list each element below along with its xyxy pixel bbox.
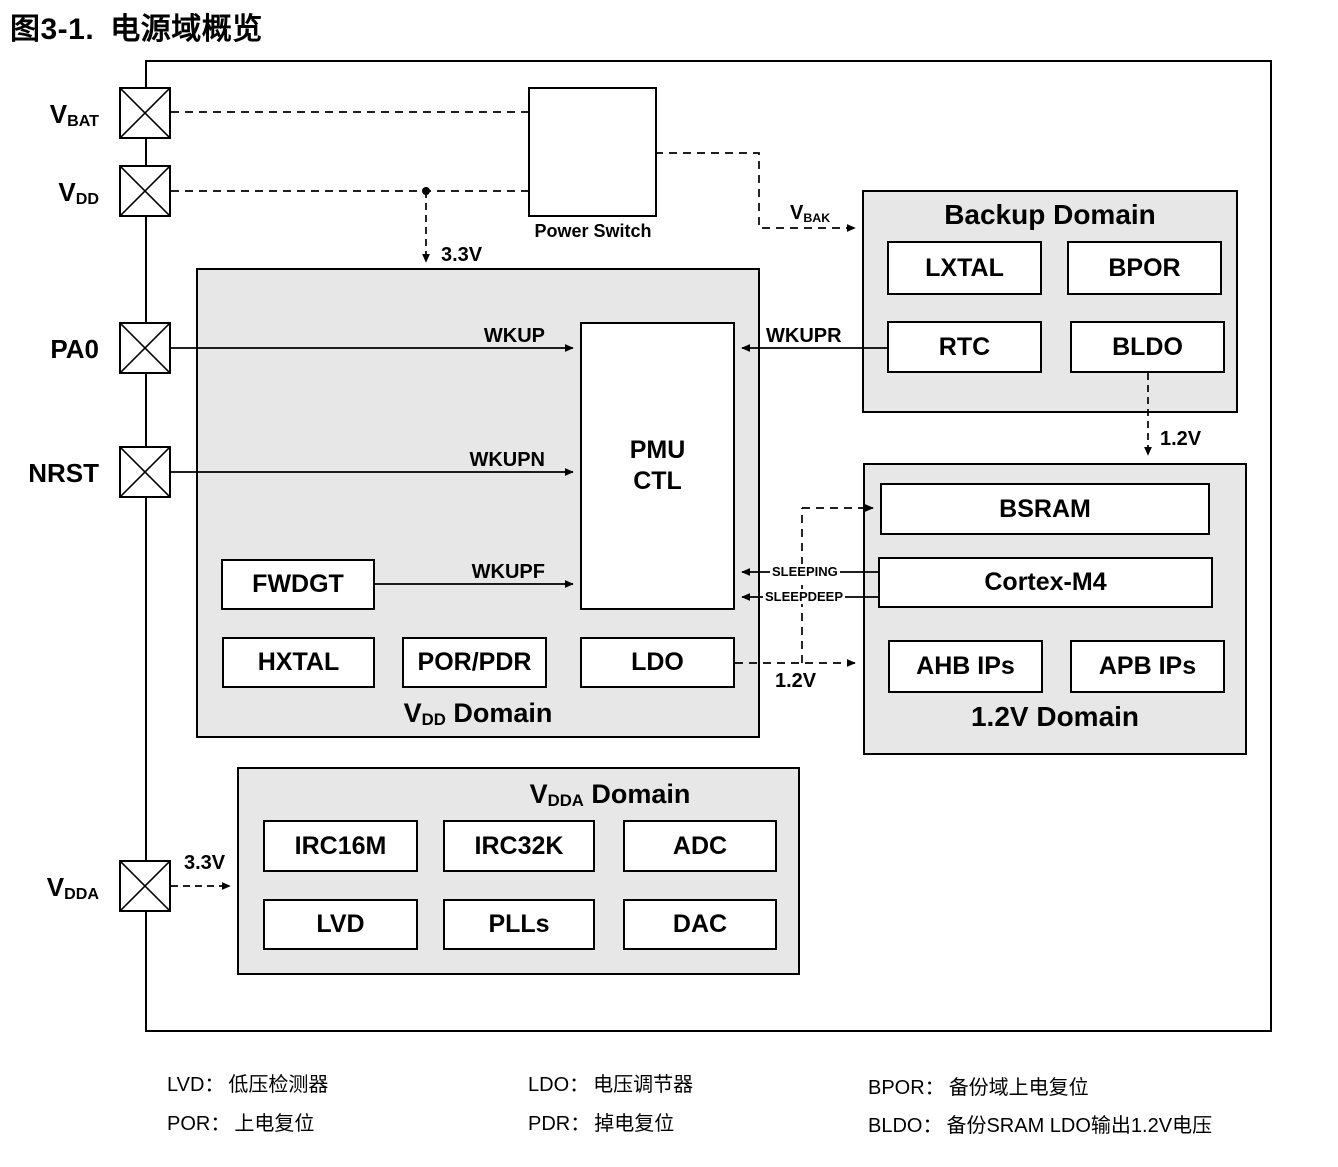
vdd-title-sub: DD xyxy=(421,710,446,729)
legend-por-term: POR： xyxy=(167,1113,231,1135)
legend-por: POR：上电复位 xyxy=(167,1107,314,1136)
block-ldo: LDO xyxy=(580,637,735,688)
pmu-line1: PMU xyxy=(629,435,686,464)
label-vbak-main: V xyxy=(790,202,804,224)
backup-domain-title: Backup Domain xyxy=(944,199,1156,230)
pin-label-vdd-sub: DD xyxy=(75,190,99,208)
v12-domain-title: 1.2V Domain xyxy=(970,701,1140,732)
legend-bpor-term: BPOR： xyxy=(868,1077,945,1099)
legend-ldo-term: LDO： xyxy=(528,1074,590,1096)
block-cortex: Cortex-M4 xyxy=(878,557,1213,608)
legend-pdr-desc: 掉电复位 xyxy=(594,1113,675,1135)
label-vbak: VBAK xyxy=(790,202,830,225)
legend-bldo-desc: 备份SRAM LDO输出1.2V电压 xyxy=(946,1115,1213,1137)
vdd-domain-title: VDD Domain xyxy=(196,698,760,730)
block-adc: ADC xyxy=(623,820,777,872)
block-rtc: RTC xyxy=(887,321,1042,373)
pin-label-vdda-sub: DDA xyxy=(64,885,99,903)
pin-vbat xyxy=(119,87,171,139)
block-bpor: BPOR xyxy=(1067,241,1222,295)
legend-bpor: BPOR：备份域上电复位 xyxy=(868,1071,1089,1100)
pin-label-vdda: VDDA xyxy=(0,872,99,904)
legend-por-desc: 上电复位 xyxy=(234,1113,315,1135)
pin-label-vdd: VDD xyxy=(0,177,99,209)
label-12v-bldo: 1.2V xyxy=(1160,428,1202,450)
vdd-title-post: Domain xyxy=(453,698,553,728)
vdda-title-v: V xyxy=(529,779,548,809)
legend-bldo: BLDO：备份SRAM LDO输出1.2V电压 xyxy=(868,1109,1212,1138)
block-dac: DAC xyxy=(623,899,777,950)
label-wkupr: WKUPR xyxy=(766,325,842,347)
pin-vdda xyxy=(119,860,171,912)
legend-lvd-desc: 低压检测器 xyxy=(228,1074,329,1096)
block-apb: APB IPs xyxy=(1070,640,1225,693)
label-12v-ldo: 1.2V xyxy=(775,670,817,692)
legend-ldo: LDO：电压调节器 xyxy=(528,1068,693,1097)
label-sleepdeep: SLEEPDEEP xyxy=(763,589,846,604)
legend-lvd-term: LVD： xyxy=(167,1074,225,1096)
figure-caption: 电源域概览 xyxy=(110,13,263,46)
figure-title: 图3-1. 电源域概览 xyxy=(10,4,263,48)
pin-label-vbat-sub: BAT xyxy=(67,112,99,130)
power-switch-box xyxy=(528,87,657,217)
pin-nrst xyxy=(119,446,171,498)
pmu-line2: CTL xyxy=(633,467,682,495)
pin-label-vdda-main: V xyxy=(46,872,65,902)
pin-vdd xyxy=(119,165,171,217)
block-porpdr: POR/PDR xyxy=(402,637,547,688)
block-pmu-ctl: PMU CTL xyxy=(580,322,735,610)
pin-label-pa0: PA0 xyxy=(0,334,99,365)
block-irc16m: IRC16M xyxy=(263,820,418,872)
legend-lvd: LVD：低压检测器 xyxy=(167,1068,328,1097)
backup-domain-box xyxy=(862,190,1238,413)
pin-label-vbat-main: V xyxy=(49,99,68,129)
label-33v-top: 3.3V xyxy=(441,244,483,266)
block-plls: PLLs xyxy=(443,899,595,950)
block-bldo: BLDO xyxy=(1070,321,1225,373)
legend-bpor-desc: 备份域上电复位 xyxy=(948,1077,1089,1099)
label-vbak-sub: BAK xyxy=(803,211,831,225)
pin-label-nrst: NRST xyxy=(0,458,99,489)
label-33v-vdda: 3.3V xyxy=(184,852,226,874)
pin-pa0 xyxy=(119,322,171,374)
legend-ldo-desc: 电压调节器 xyxy=(593,1074,694,1096)
vdda-title-post: Domain xyxy=(591,779,691,809)
legend-pdr-term: PDR： xyxy=(528,1113,591,1135)
label-sleeping: SLEEPING xyxy=(770,564,840,579)
block-lvd: LVD xyxy=(263,899,418,950)
figure-number: 图3-1. xyxy=(10,13,95,46)
pin-label-vbat: VBAT xyxy=(0,99,99,131)
block-irc32k: IRC32K xyxy=(443,820,595,872)
label-wkupn: WKUPN xyxy=(469,449,545,471)
pin-label-vdd-main: V xyxy=(58,177,76,207)
block-ahb: AHB IPs xyxy=(888,640,1043,693)
block-bsram: BSRAM xyxy=(880,483,1210,535)
legend-bldo-term: BLDO： xyxy=(868,1115,943,1137)
block-lxtal: LXTAL xyxy=(887,241,1042,295)
block-fwdgt: FWDGT xyxy=(221,559,375,610)
block-hxtal: HXTAL xyxy=(222,637,375,688)
pin-label-nrst-main: NRST xyxy=(28,458,99,488)
legend-pdr: PDR：掉电复位 xyxy=(528,1107,674,1136)
label-wkupf: WKUPF xyxy=(471,561,545,583)
power-switch-label: Power Switch xyxy=(534,221,652,241)
vdda-title-sub: DDA xyxy=(547,791,584,810)
vdd-title-v: V xyxy=(403,698,422,728)
vdda-domain-title: VDDA Domain xyxy=(420,779,800,811)
pin-label-pa0-main: PA0 xyxy=(50,334,99,364)
label-wkup: WKUP xyxy=(483,325,545,347)
